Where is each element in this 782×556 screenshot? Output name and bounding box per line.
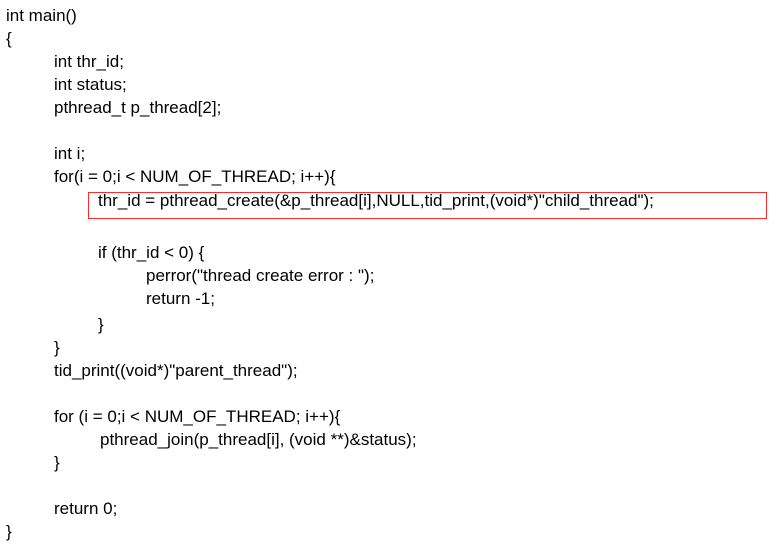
code-line: return -1; [146, 289, 215, 308]
code-line: } [98, 315, 104, 334]
code-line: for(i = 0;i < NUM_OF_THREAD; i++){ [54, 167, 336, 186]
code-line: perror("thread create error : "); [146, 266, 375, 285]
code-line: for (i = 0;i < NUM_OF_THREAD; i++){ [54, 407, 341, 426]
code-line: } [6, 522, 12, 541]
code-line: } [54, 453, 60, 472]
highlighted-code-line: thr_id = pthread_create(&p_thread[i],NUL… [98, 191, 654, 210]
code-line: return 0; [54, 499, 118, 518]
code-line: } [54, 338, 60, 357]
code-line: tid_print((void*)"parent_thread"); [54, 361, 298, 380]
code-line: pthread_join(p_thread[i], (void **)&stat… [100, 430, 417, 449]
code-line: pthread_t p_thread[2]; [54, 98, 222, 117]
code-line: int thr_id; [54, 52, 124, 71]
code-line: { [6, 29, 12, 48]
code-line: int i; [54, 144, 86, 163]
code-line: if (thr_id < 0) { [98, 243, 205, 262]
code-line: int status; [54, 75, 127, 94]
code-line: int main() [6, 6, 77, 25]
